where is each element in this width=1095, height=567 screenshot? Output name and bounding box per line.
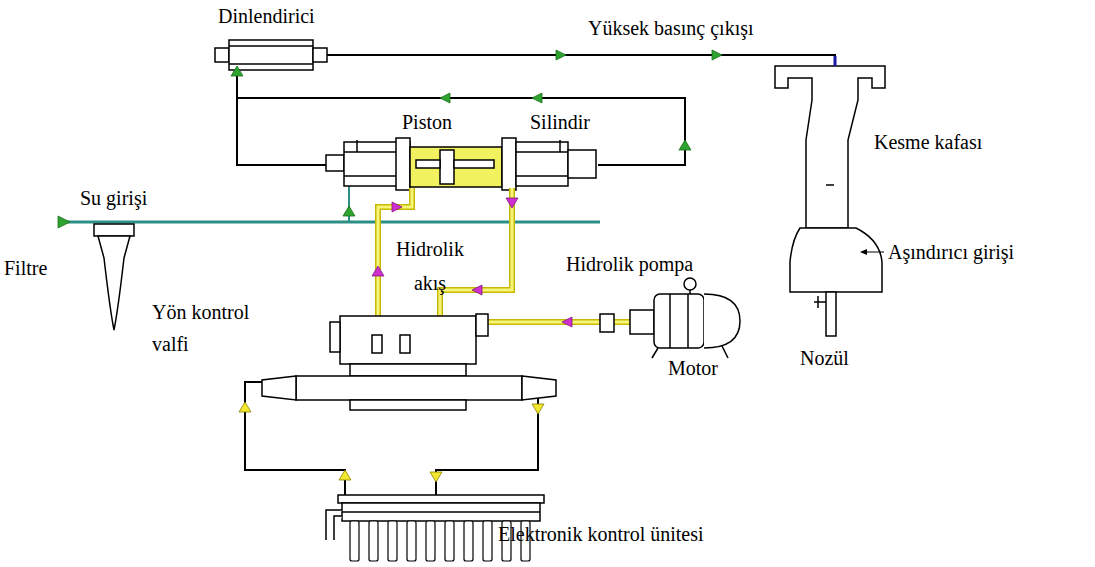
part-label: Filtre <box>4 256 47 280</box>
ecu-pin <box>483 521 492 561</box>
part-label: Nozül <box>800 346 849 370</box>
high-pressure-line <box>215 55 330 165</box>
motor <box>600 278 740 358</box>
ecu-pin <box>369 521 378 561</box>
cutting-head <box>775 66 885 336</box>
part-label: Dinlendirici <box>218 4 315 28</box>
ecu-pin <box>407 521 416 561</box>
ecu-pin <box>388 521 397 561</box>
ecu-pin <box>426 521 435 561</box>
part-label: Motor <box>668 356 718 380</box>
part-label: Aşındırıcı girişi <box>888 240 1014 264</box>
ecu-pin <box>445 521 454 561</box>
water-line <box>62 221 600 224</box>
flow-arrow <box>372 198 572 327</box>
intensifier <box>326 138 596 190</box>
part-label: Hidrolik pompa <box>566 252 693 276</box>
flow-arrow <box>239 402 544 482</box>
ecu-pin <box>350 521 359 561</box>
high-pressure-line <box>320 55 835 66</box>
part-label: Silindir <box>530 110 590 134</box>
part-label: Su girişi <box>80 186 147 210</box>
part-label: Hidrolik akış <box>384 232 476 300</box>
ecu-pin <box>464 521 473 561</box>
part-label: Elektronik kontrol ünitesi <box>498 522 704 546</box>
dampener <box>215 40 327 70</box>
flow-arrow <box>58 50 722 228</box>
part-label: Kesme kafası <box>874 130 982 154</box>
control-valve <box>262 314 556 410</box>
part-label: Piston <box>402 110 452 134</box>
part-label: Yüksek basınç çıkışı <box>588 16 754 40</box>
filter <box>94 224 134 330</box>
part-label: Yön kontrol valfi <box>152 296 264 360</box>
